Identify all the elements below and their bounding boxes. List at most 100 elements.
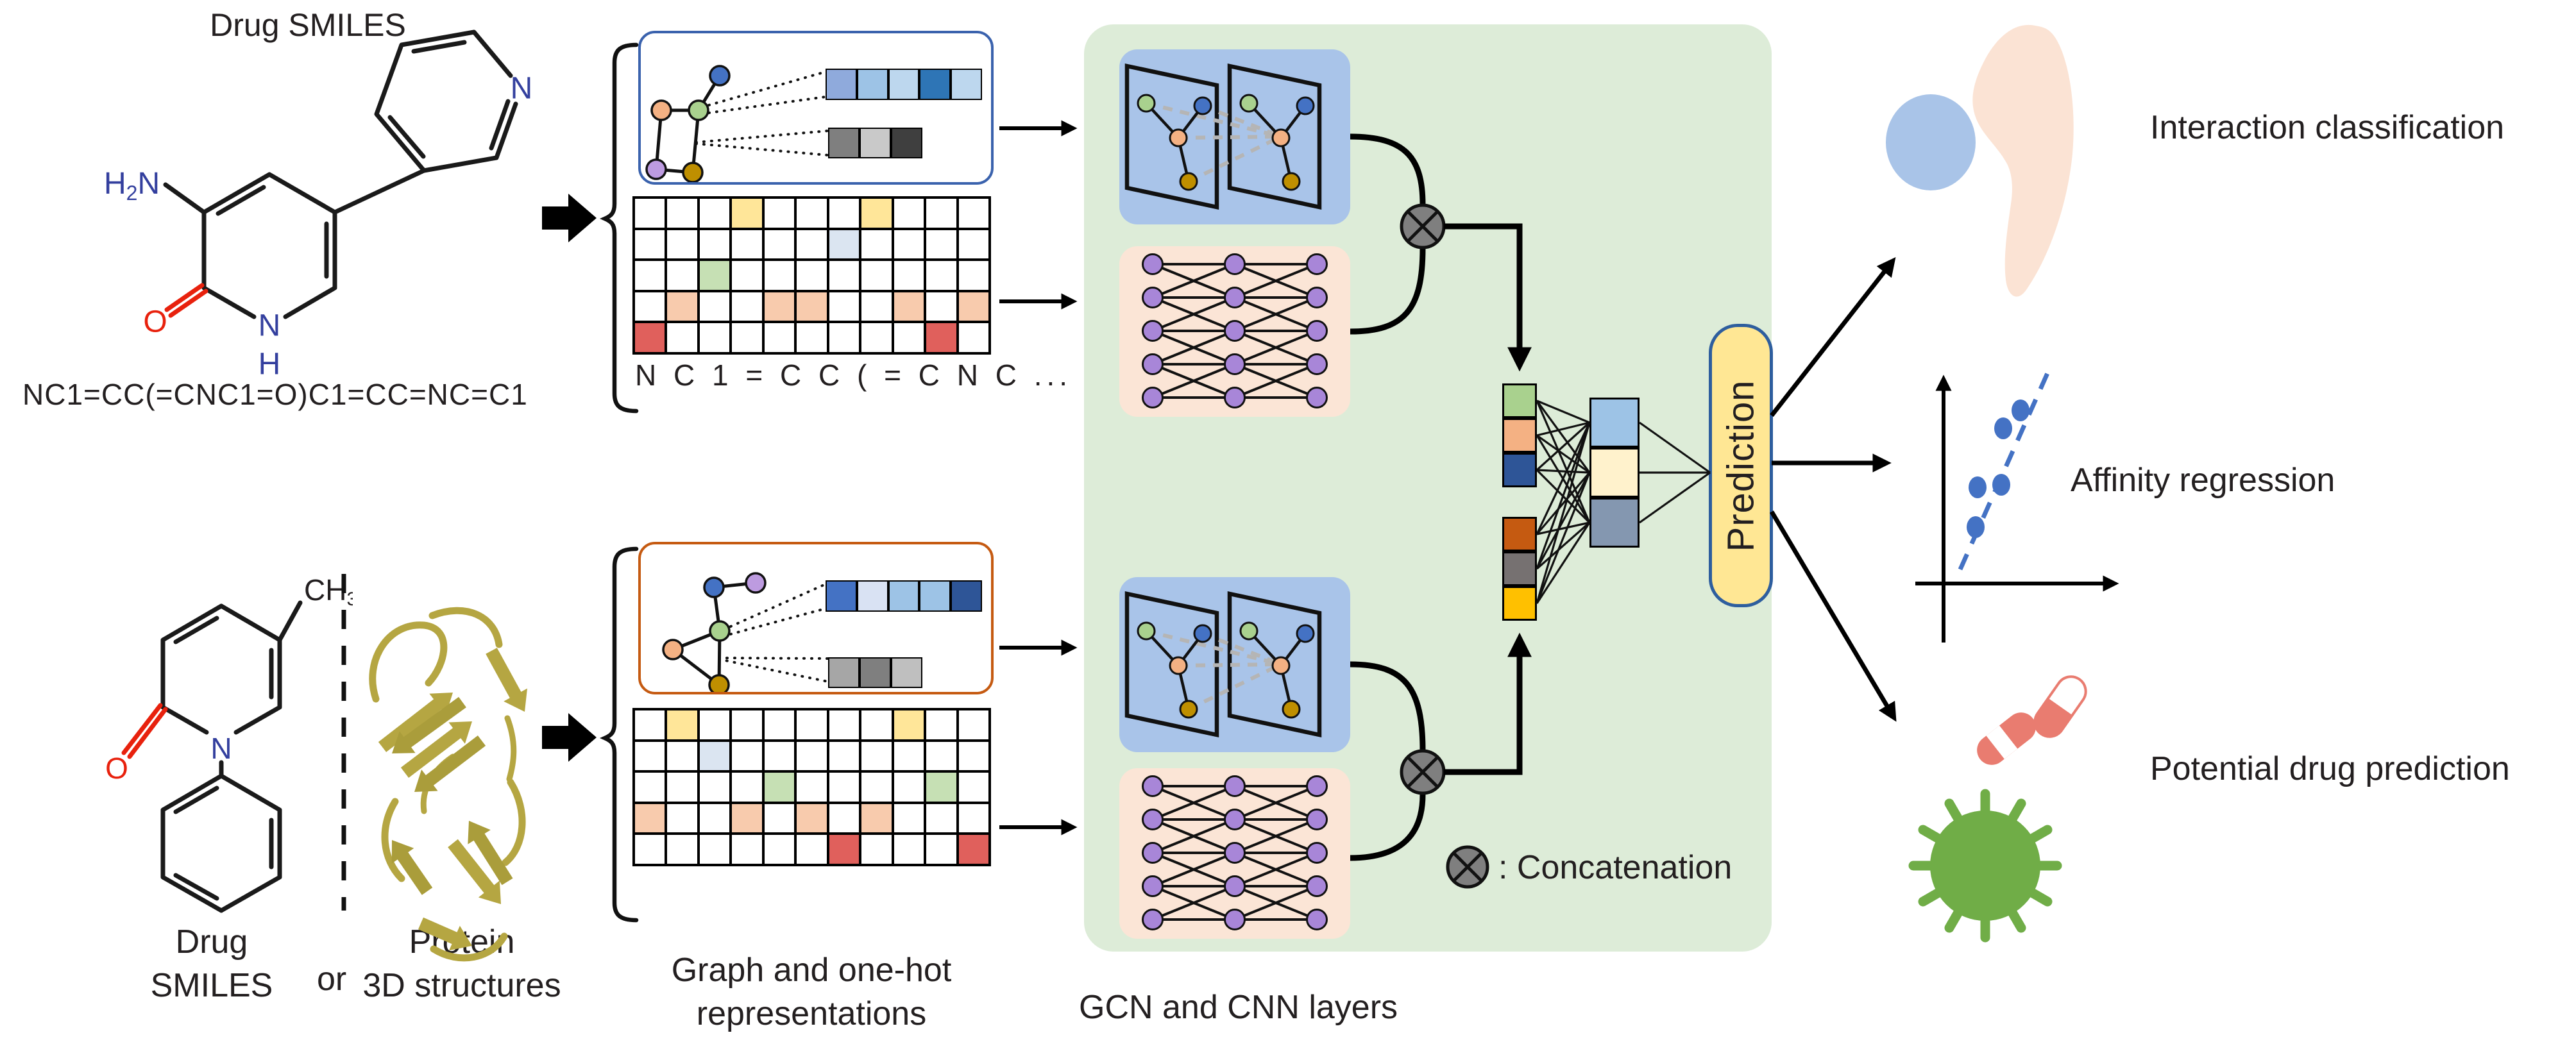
cnn-node <box>1142 253 1164 275</box>
feature-cell <box>951 580 982 612</box>
feature-cell <box>1502 551 1537 586</box>
gcn-node <box>1179 172 1198 191</box>
matrix-cell <box>763 260 796 291</box>
edge-feature-vector <box>828 128 922 158</box>
matrix-cell <box>731 709 763 741</box>
oxygen-label: O <box>143 305 167 339</box>
graph-representation-box-bottom <box>638 542 994 694</box>
matrix-cell <box>634 197 666 229</box>
cnn-node <box>1306 875 1328 897</box>
matrix-cell <box>957 260 990 291</box>
matrix-cell <box>957 197 990 229</box>
gcn-node <box>1193 624 1212 643</box>
cnn-node <box>1142 353 1164 375</box>
matrix-cell <box>892 771 926 803</box>
feature-cell <box>888 580 920 612</box>
matrix-cell <box>634 290 666 323</box>
feature-cell <box>856 580 888 612</box>
prediction-box: Prediction <box>1709 324 1773 607</box>
feature-cell <box>1502 586 1537 621</box>
beta-sheet-arrow <box>486 648 527 712</box>
feature-cell <box>891 128 922 158</box>
matrix-cell <box>795 290 828 323</box>
matrix-cell <box>634 740 666 772</box>
ring-hydrogen-label: H <box>258 348 281 382</box>
matrix-cell <box>795 771 828 803</box>
smiles-string: NC1=CC(=CNC1=O)C1=CC=NC=C1 <box>22 378 528 411</box>
graph-node-gold <box>682 162 704 182</box>
matrix-cell <box>860 802 893 834</box>
cnn-node <box>1142 387 1164 408</box>
prediction-label: Prediction <box>1720 380 1762 551</box>
feature-cell <box>919 580 951 612</box>
matrix-cell <box>666 834 699 865</box>
matrix-cell <box>957 802 990 834</box>
interaction-classification-icon <box>1886 24 2074 297</box>
cnn-node <box>1306 909 1328 930</box>
matrix-cell <box>731 228 763 260</box>
matrix-cell <box>634 322 666 353</box>
matrix-cell <box>925 228 958 260</box>
matrix-cell <box>634 771 666 803</box>
or-label: or <box>317 961 347 998</box>
gcn-node <box>1296 624 1315 643</box>
matrix-cell <box>795 834 828 865</box>
matrix-cell <box>925 260 958 291</box>
pyridine-nitrogen-label: N <box>511 72 533 106</box>
cnn-node <box>1224 320 1246 342</box>
graph-node-green <box>688 99 709 121</box>
graph-node-orange <box>662 639 684 660</box>
feature-cell <box>826 580 857 612</box>
matrix-cell <box>731 834 763 865</box>
matrix-cell <box>698 228 731 260</box>
pills-icon <box>1977 675 2087 765</box>
matrix-cell <box>795 322 828 353</box>
matrix-cell <box>925 197 958 229</box>
brace-top <box>600 42 639 414</box>
representation-arrows <box>999 120 1078 836</box>
beta-sheet-arrow <box>391 840 433 895</box>
cnn-node <box>1306 809 1328 830</box>
beta-sheet-arrow <box>414 735 486 792</box>
matrix-cell <box>698 197 731 229</box>
beta-sheet-arrow <box>468 821 513 886</box>
matrix-cell <box>827 834 861 865</box>
matrix-cell <box>860 771 893 803</box>
cnn-node <box>1306 775 1328 797</box>
one-hot-matrix-top <box>632 196 991 355</box>
node-feature-vector <box>826 69 982 100</box>
scatter-points <box>1967 399 2029 538</box>
cnn-node <box>1224 287 1246 308</box>
matrix-cell <box>666 322 699 353</box>
matrix-cell <box>698 709 731 741</box>
matrix-cell <box>957 740 990 772</box>
matrix-cell <box>827 740 861 772</box>
gcn-node <box>1137 621 1156 641</box>
matrix-cell <box>827 197 861 229</box>
cnn-node <box>1306 287 1328 308</box>
drug-label-line1: Drug <box>175 923 248 961</box>
gcn-node <box>1282 700 1301 719</box>
cnn-node <box>1142 875 1164 897</box>
matrix-cell <box>827 322 861 353</box>
gcn-node <box>1169 656 1188 675</box>
matrix-cell <box>666 740 699 772</box>
layers-caption: GCN and CNN layers <box>1079 989 1398 1026</box>
feature-cell <box>826 69 857 100</box>
matrix-cell <box>698 802 731 834</box>
matrix-cell <box>666 771 699 803</box>
gcn-node <box>1193 96 1212 115</box>
cnn-node <box>1142 809 1164 830</box>
input-arrow-bottom <box>542 713 597 762</box>
cnn-node <box>1224 253 1246 275</box>
ligand-shape <box>1886 94 1976 190</box>
cnn-node <box>1142 287 1164 308</box>
graph-node-blue <box>703 576 725 598</box>
protein-beta-sheets <box>378 648 527 951</box>
cnn-node <box>1224 809 1246 830</box>
brace-bottom <box>600 546 639 923</box>
cnn-node <box>1142 842 1164 864</box>
matrix-cell <box>698 290 731 323</box>
feature-cell <box>891 657 922 688</box>
ring-nitrogen-label: N <box>210 732 232 765</box>
